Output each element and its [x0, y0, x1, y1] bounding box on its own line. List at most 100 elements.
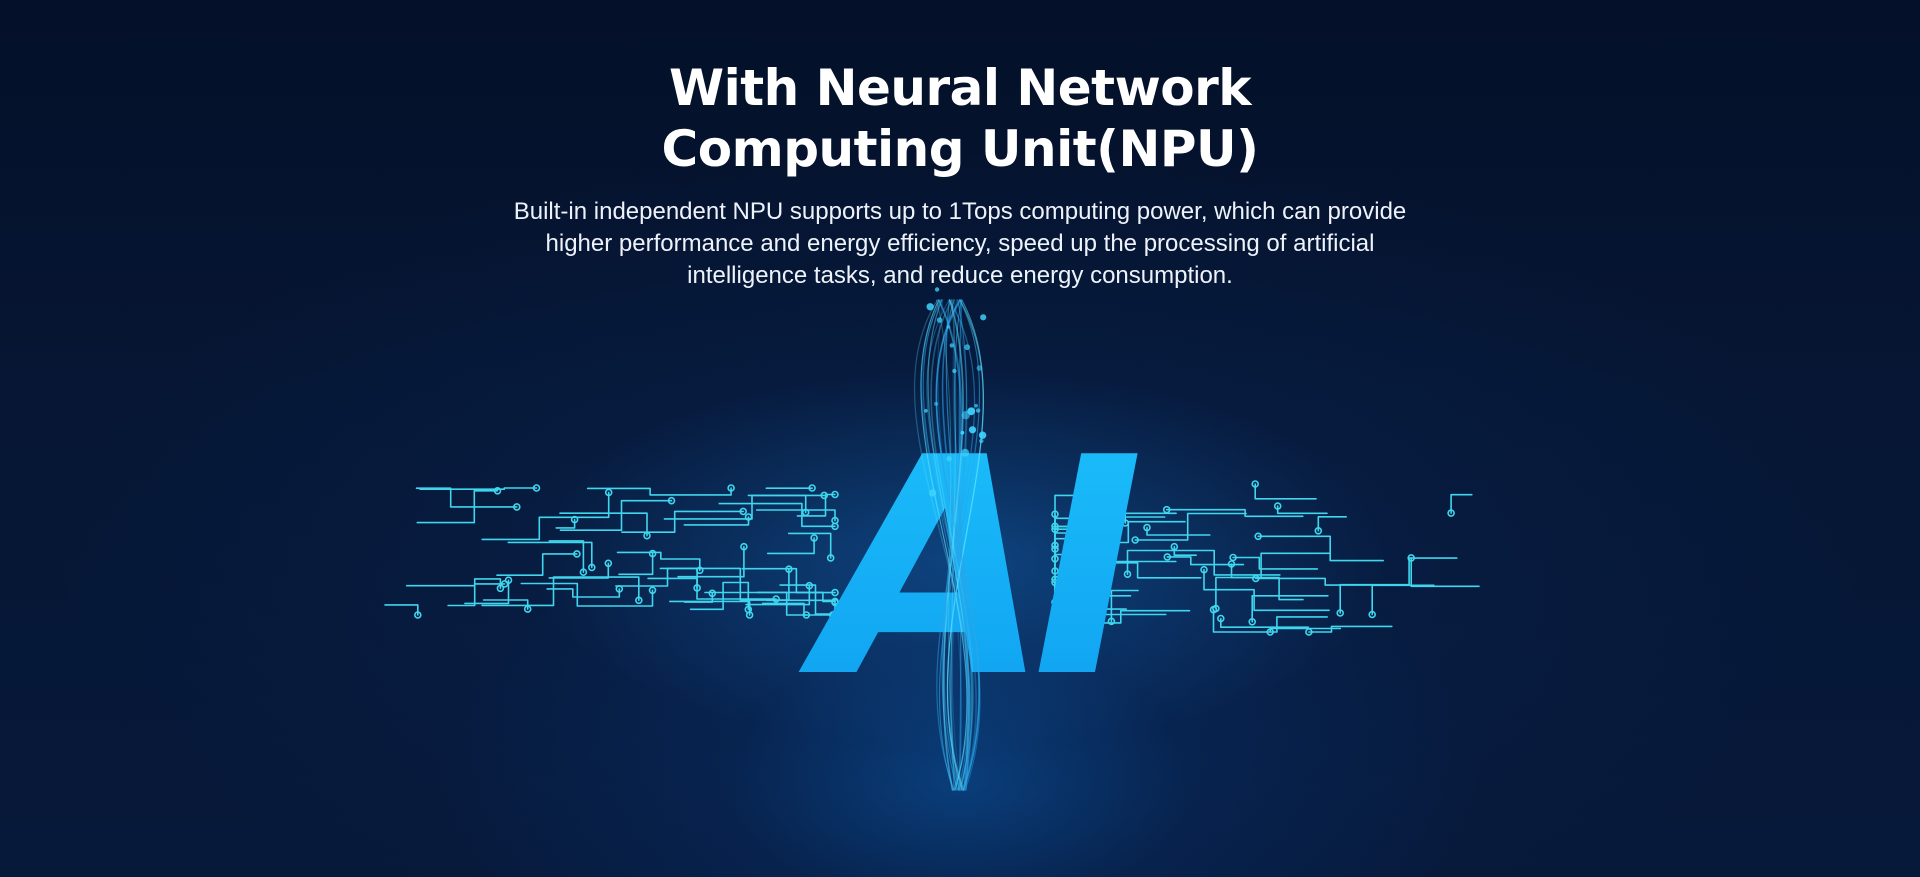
- circuit-node: [1447, 509, 1455, 517]
- data-stream-line: [937, 299, 963, 791]
- circuit-trace: [1091, 552, 1202, 579]
- circuit-node: [708, 589, 717, 598]
- circuit-node: [1336, 609, 1344, 617]
- circuit-node: [648, 586, 657, 595]
- circuit-node: [1229, 553, 1237, 562]
- circuit-trace: [756, 591, 836, 603]
- circuit-node: [634, 596, 643, 605]
- circuit-pattern-right: [1051, 480, 1480, 636]
- data-stream-line: [927, 299, 971, 791]
- circuit-trace: [507, 541, 593, 569]
- data-stream-line: [958, 299, 963, 791]
- circuit-trace: [548, 562, 610, 579]
- circuit-trace: [647, 577, 777, 600]
- circuit-trace: [618, 552, 654, 576]
- circuit-node: [413, 611, 422, 619]
- circuit-trace: [1232, 556, 1319, 570]
- circuit-trace: [718, 502, 836, 528]
- circuit-node: [802, 611, 811, 619]
- circuit-trace: [416, 490, 499, 524]
- circuit-trace: [765, 599, 836, 616]
- data-particle: [936, 317, 943, 323]
- circuit-node: [831, 490, 839, 499]
- circuit-pattern-left: [384, 484, 839, 619]
- circuit-node: [695, 566, 704, 575]
- data-stream-line: [946, 299, 984, 791]
- circuit-node: [570, 515, 579, 524]
- circuit-node: [1273, 502, 1282, 510]
- circuit-trace: [1212, 608, 1328, 633]
- circuit-trace: [621, 510, 744, 533]
- circuit-node: [831, 597, 839, 606]
- circuit-trace: [1054, 525, 1095, 550]
- circuit-trace: [796, 493, 836, 517]
- circuit-node: [1200, 565, 1208, 574]
- data-particle: [967, 407, 976, 416]
- circuit-trace: [1064, 609, 1191, 633]
- data-stream-line: [938, 299, 981, 791]
- circuit-node: [831, 588, 839, 597]
- circuit-node: [1061, 628, 1070, 636]
- circuit-trace: [1255, 577, 1411, 586]
- circuit-node: [820, 491, 829, 500]
- data-stream-line: [942, 299, 964, 791]
- data-stream-line: [935, 299, 960, 791]
- circuit-node: [772, 595, 780, 603]
- circuit-trace: [520, 582, 654, 607]
- circuit-node: [1051, 545, 1059, 553]
- title-line-2: Computing Unit(NPU): [661, 120, 1259, 178]
- data-stream-lines: [913, 299, 984, 791]
- circuit-trace: [1054, 516, 1166, 530]
- circuit-node: [1107, 617, 1116, 626]
- circuit-trace: [1110, 589, 1139, 623]
- circuit-trace: [548, 540, 585, 573]
- circuit-node: [805, 581, 814, 590]
- circuit-trace: [1134, 512, 1247, 541]
- feature-description: Built-in independent NPU supports up to …: [513, 198, 1407, 289]
- circuit-node: [1051, 578, 1059, 587]
- circuit-node: [1088, 548, 1096, 557]
- circuit-trace: [481, 491, 610, 541]
- circuit-trace: [787, 532, 832, 559]
- circuit-node: [604, 559, 613, 568]
- circuit-trace: [1165, 508, 1304, 518]
- circuit-trace: [704, 591, 808, 616]
- circuit-node: [493, 486, 502, 495]
- circuit-node: [739, 507, 748, 516]
- circuit-node: [1251, 480, 1259, 488]
- circuit-trace: [779, 584, 836, 615]
- circuit-node: [667, 496, 676, 505]
- circuit-node: [496, 584, 505, 593]
- circuit-node: [831, 516, 839, 525]
- circuit-trace: [419, 487, 538, 490]
- data-stream-line: [920, 299, 968, 791]
- data-particle: [976, 365, 983, 371]
- data-particle: [960, 430, 965, 435]
- circuit-node: [744, 605, 753, 614]
- circuit-trace: [586, 487, 732, 496]
- data-particle: [968, 426, 977, 434]
- circuit-node: [785, 565, 793, 574]
- data-particle: [946, 456, 952, 462]
- circuit-node: [1248, 617, 1256, 626]
- circuit-node: [1055, 593, 1064, 601]
- circuit-trace: [464, 579, 510, 605]
- data-stream-line: [949, 299, 968, 791]
- circuit-trace: [1081, 560, 1177, 594]
- data-particle: [934, 401, 939, 406]
- circuit-node: [1051, 554, 1059, 563]
- circuit-node: [504, 576, 513, 585]
- circuit-node: [1078, 589, 1087, 598]
- circuit-trace: [1203, 568, 1330, 612]
- circuit-trace: [496, 553, 578, 576]
- circuit-trace: [1166, 556, 1245, 566]
- circuit-node: [1217, 614, 1225, 623]
- circuit-node: [1084, 538, 1092, 547]
- data-stream-line: [952, 299, 968, 791]
- data-particle: [975, 408, 981, 413]
- circuit-node: [1209, 605, 1218, 614]
- data-particle: [980, 314, 987, 321]
- circuit-node: [826, 554, 835, 562]
- circuit-node: [648, 549, 657, 558]
